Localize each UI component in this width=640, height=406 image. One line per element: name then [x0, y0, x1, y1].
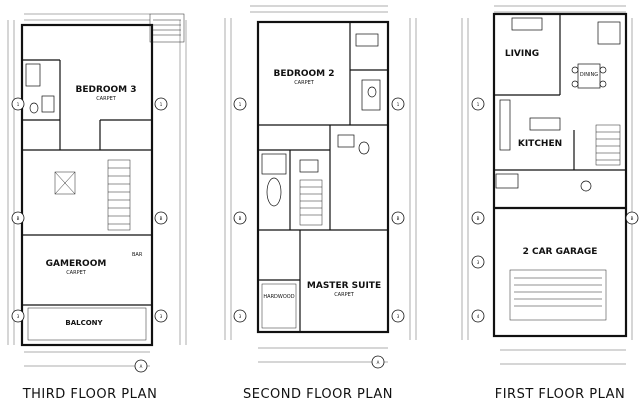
svg-text:CARPET: CARPET [294, 80, 315, 86]
svg-text:B: B [397, 216, 400, 221]
first-floor-plan: LIVING DINING KITCHEN 2 CAR GARAGE 1 B 3… [461, 5, 639, 402]
bedroom-3-label: BEDROOM 3 [75, 85, 136, 95]
kitchen-label: KITCHEN [518, 139, 562, 149]
third-floor-outline [20, 23, 154, 347]
svg-text:B: B [160, 216, 163, 221]
svg-text:CARPET: CARPET [96, 96, 117, 102]
bedroom-2-label: BEDROOM 2 [273, 69, 334, 79]
svg-text:3: 3 [239, 314, 242, 319]
third-floor-plan: BEDROOM 3 CARPET GAMEROOM CARPET BAR BAL… [7, 13, 187, 402]
svg-text:B: B [631, 216, 634, 221]
hardwood-label: HARDWOOD [263, 294, 294, 300]
svg-text:A: A [140, 364, 143, 369]
svg-text:CARPET: CARPET [334, 292, 355, 298]
dining-label: DINING [580, 72, 598, 78]
third-floor-title: THIRD FLOOR PLAN [22, 387, 158, 402]
svg-text:B: B [239, 216, 242, 221]
svg-text:1: 1 [17, 102, 20, 107]
svg-text:B: B [17, 216, 20, 221]
living-label: LIVING [505, 49, 539, 59]
svg-text:3: 3 [397, 314, 400, 319]
first-floor-title: FIRST FLOOR PLAN [495, 387, 626, 402]
svg-text:1: 1 [477, 102, 480, 107]
svg-text:4: 4 [477, 314, 480, 319]
second-floor-outline [256, 20, 390, 334]
svg-text:CARPET: CARPET [66, 270, 87, 276]
svg-text:A: A [377, 360, 380, 365]
svg-text:1: 1 [239, 102, 242, 107]
svg-text:B: B [477, 216, 480, 221]
svg-text:3: 3 [160, 314, 163, 319]
master-suite-label: MASTER SUITE [307, 281, 381, 291]
balcony-label: BALCONY [65, 319, 103, 327]
gameroom-label: GAMEROOM [46, 259, 107, 269]
second-floor-title: SECOND FLOOR PLAN [243, 387, 393, 402]
svg-text:1: 1 [397, 102, 400, 107]
garage-label: 2 CAR GARAGE [523, 247, 598, 257]
second-floor-plan: BEDROOM 2 CARPET MASTER SUITE CARPET HAR… [224, 5, 417, 402]
svg-text:3: 3 [477, 260, 480, 265]
bar-label: BAR [132, 252, 143, 258]
svg-text:3: 3 [17, 314, 20, 319]
svg-text:1: 1 [160, 102, 163, 107]
